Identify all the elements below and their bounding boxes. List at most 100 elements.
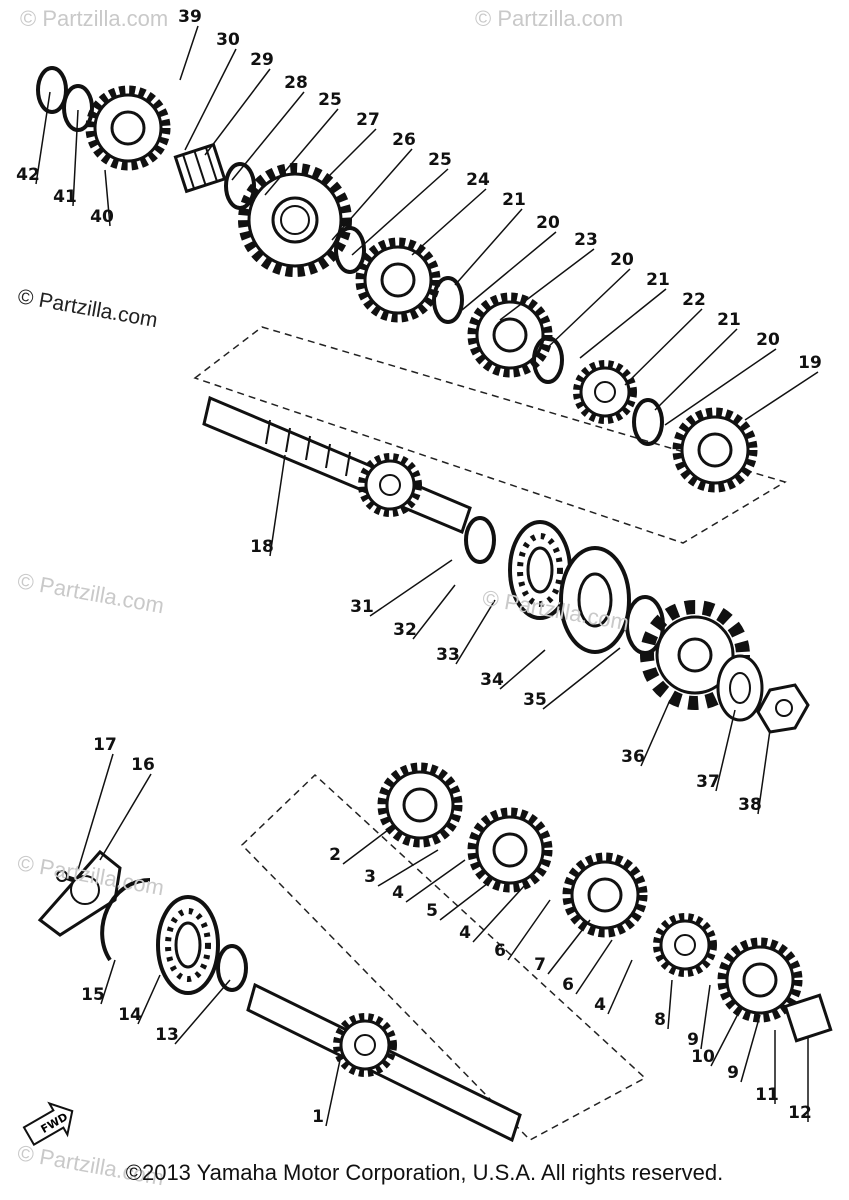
gear-27 xyxy=(243,168,347,272)
leader-line xyxy=(269,454,286,557)
bearing-30 xyxy=(173,142,227,194)
callout-16: 16 xyxy=(131,755,155,775)
callout-21: 21 xyxy=(502,190,526,210)
watermark: © Partzilla.com xyxy=(475,6,624,31)
main-axle-18 xyxy=(202,395,472,535)
leader-line xyxy=(454,208,523,286)
leader-line xyxy=(579,288,667,359)
callout-17: 17 xyxy=(93,735,117,755)
callout-15: 15 xyxy=(81,985,105,1005)
gear-19 xyxy=(677,412,753,488)
callout-29: 29 xyxy=(250,50,274,70)
callout-18: 18 xyxy=(250,537,274,557)
callout-13: 13 xyxy=(155,1025,179,1045)
leader-line xyxy=(351,168,449,256)
leader-line xyxy=(744,371,819,421)
callout-33: 33 xyxy=(436,645,460,665)
washer-20 xyxy=(432,276,464,324)
callout-26: 26 xyxy=(392,130,416,150)
leader-line xyxy=(377,849,439,887)
leader-line xyxy=(654,328,738,411)
leader-line xyxy=(455,599,496,665)
leader-line xyxy=(544,268,631,351)
callout-21: 21 xyxy=(646,270,670,290)
leader-line xyxy=(439,879,493,921)
callout-6: 6 xyxy=(562,975,574,995)
callout-20: 20 xyxy=(610,250,634,270)
drive-axle-group-outline xyxy=(240,773,647,1141)
leader-line xyxy=(184,48,237,151)
callout-25: 25 xyxy=(318,90,342,110)
callout-24: 24 xyxy=(466,170,490,190)
callout-37: 37 xyxy=(696,772,720,792)
leader-line xyxy=(700,984,711,1050)
leader-line xyxy=(342,829,389,865)
callout-28: 28 xyxy=(284,73,308,93)
gear-7 xyxy=(567,857,643,933)
leader-line xyxy=(104,169,111,227)
callout-40: 40 xyxy=(90,207,114,227)
leader-line xyxy=(100,959,116,1005)
callout-11: 11 xyxy=(755,1085,779,1105)
callout-7: 7 xyxy=(534,955,546,975)
callout-23: 23 xyxy=(574,230,598,250)
callout-4: 4 xyxy=(392,883,404,903)
leader-line xyxy=(667,979,673,1030)
leader-line xyxy=(640,699,671,767)
bearing-14 xyxy=(158,897,218,993)
leader-line xyxy=(405,859,466,903)
callout-30: 30 xyxy=(216,30,240,50)
gear-24 xyxy=(360,242,436,318)
callout-12: 12 xyxy=(788,1103,812,1123)
leader-line xyxy=(35,91,51,185)
callout-39: 39 xyxy=(178,7,202,27)
leader-line xyxy=(461,231,557,311)
leader-line xyxy=(72,109,79,207)
leader-line xyxy=(264,108,339,196)
callout-4: 4 xyxy=(594,995,606,1015)
leader-line xyxy=(624,308,703,386)
nut-38 xyxy=(756,683,810,734)
washer-13 xyxy=(216,944,248,992)
callout-22: 22 xyxy=(682,290,706,310)
leader-line xyxy=(231,91,305,181)
gear-23 xyxy=(472,297,548,373)
plate-16 xyxy=(37,849,122,937)
seal-34 xyxy=(559,546,631,654)
bearing-12 xyxy=(783,993,833,1043)
leader-line xyxy=(547,919,591,975)
leader-line xyxy=(607,959,633,1015)
callout-9: 9 xyxy=(687,1030,699,1050)
callout-2: 2 xyxy=(329,845,341,865)
circlip-42 xyxy=(36,66,68,114)
leader-line xyxy=(369,559,453,617)
callout-31: 31 xyxy=(350,597,374,617)
callout-41: 41 xyxy=(53,187,77,207)
leader-line xyxy=(507,899,551,961)
callout-25: 25 xyxy=(428,150,452,170)
leader-line xyxy=(575,939,613,995)
callout-10: 10 xyxy=(691,1047,715,1067)
gear-8 xyxy=(657,917,713,973)
gear-22 xyxy=(577,364,633,420)
copyright-notice: ©2013 Yamaha Motor Corporation, U.S.A. A… xyxy=(125,1160,724,1185)
leader-line xyxy=(472,884,526,943)
washer-31 xyxy=(464,516,496,564)
lock-washer-37 xyxy=(716,654,764,722)
circlip-15 xyxy=(100,878,151,962)
leader-line xyxy=(411,188,487,256)
watermark: © Partzilla.com xyxy=(20,6,169,31)
washer-20b xyxy=(532,336,564,384)
callout-36: 36 xyxy=(621,747,645,767)
leader-line xyxy=(331,148,413,241)
leader-line xyxy=(77,753,114,871)
leader-line xyxy=(499,248,595,321)
callout-5: 5 xyxy=(426,901,438,921)
leader-line xyxy=(204,68,271,156)
callout-32: 32 xyxy=(393,620,417,640)
leader-line xyxy=(715,709,736,792)
callout-34: 34 xyxy=(480,670,504,690)
callout-9: 9 xyxy=(727,1063,739,1083)
callout-38: 38 xyxy=(738,795,762,815)
